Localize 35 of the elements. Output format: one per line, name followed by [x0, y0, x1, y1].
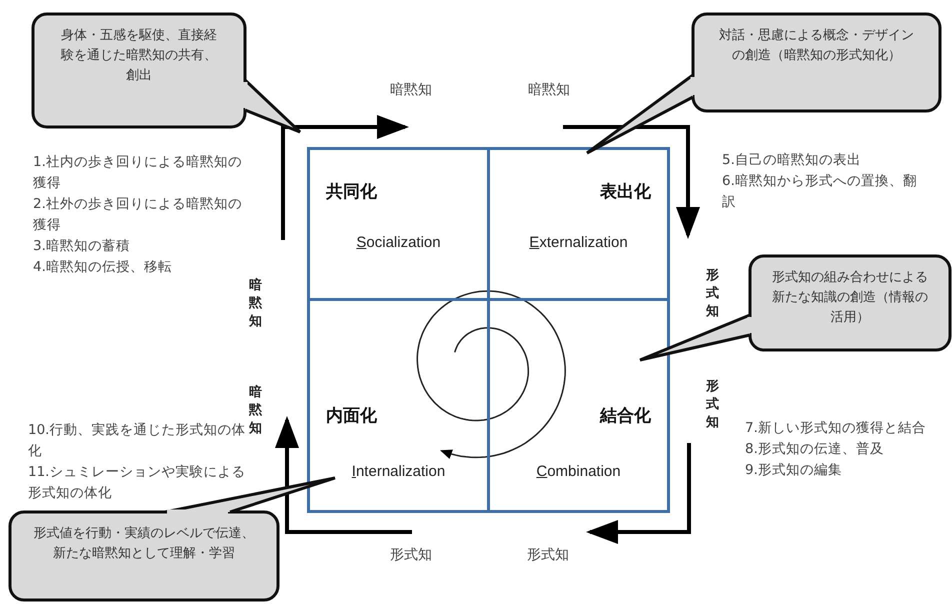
callout-text: 形式知の組み合わせによる新たな知識の創造（情報の活用） — [772, 269, 928, 327]
list-item: 8.形式知の伝達、普及 — [745, 440, 885, 459]
list-item: 7.新しい形式知の獲得と結合 — [745, 419, 927, 438]
list-item: 1.社内の歩き回りによる暗黙知の獲得 — [33, 153, 243, 193]
list-item: 2.社外の歩き回りによる暗黙知の獲得 — [33, 195, 243, 235]
quadrant-box — [307, 147, 490, 301]
flow-label: 暗黙知 — [249, 277, 263, 331]
quadrant-box — [487, 298, 670, 513]
list-item: 5.自己の暗黙知の表出 — [722, 151, 862, 170]
list-item: 4.暗黙知の伝授、移転 — [33, 258, 173, 277]
callout-text: 対話・思慮による概念・デザインの創造（暗黙知の形式知化） — [718, 27, 915, 65]
list-item: 6.暗黙知から形式への置換、翻訳 — [722, 172, 918, 212]
flow-label: 暗黙知 — [249, 384, 263, 438]
quadrant-title: 表出化 — [600, 181, 651, 203]
flow-label: 形式知 — [706, 378, 720, 432]
flow-label: 形式知 — [527, 546, 569, 565]
list-item: 3.暗黙知の蓄積 — [33, 237, 131, 256]
quadrant-subtitle: Externalization — [528, 234, 629, 251]
flow-label: 暗黙知 — [528, 81, 570, 100]
list-item: 10.行動、実践を通じた形式知の体化 — [28, 421, 246, 461]
quadrant-box — [487, 147, 670, 301]
callout-text: 形式値を行動・実績のレベルで伝達、新たな暗黙知として理解・学習 — [32, 525, 256, 563]
flow-label: 形式知 — [706, 267, 720, 321]
flow-label: 暗黙知 — [390, 81, 432, 100]
callout-text: 身体・五感を駆使、直接経験を通じた暗黙知の共有、創出 — [60, 27, 218, 85]
quadrant-title: 結合化 — [600, 405, 651, 427]
flow-label: 形式知 — [390, 546, 432, 565]
quadrant-subtitle: Socialization — [355, 234, 442, 251]
quadrant-subtitle: Internalization — [350, 463, 446, 480]
list-item: 11.シュミレーションや実験による形式知の体化 — [28, 463, 246, 503]
quadrant-box — [307, 298, 490, 513]
list-item: 9.形式知の編集 — [745, 461, 843, 480]
quadrant-title: 内面化 — [326, 405, 377, 427]
quadrant-title: 共同化 — [326, 181, 377, 203]
quadrant-subtitle: Combination — [535, 463, 622, 480]
